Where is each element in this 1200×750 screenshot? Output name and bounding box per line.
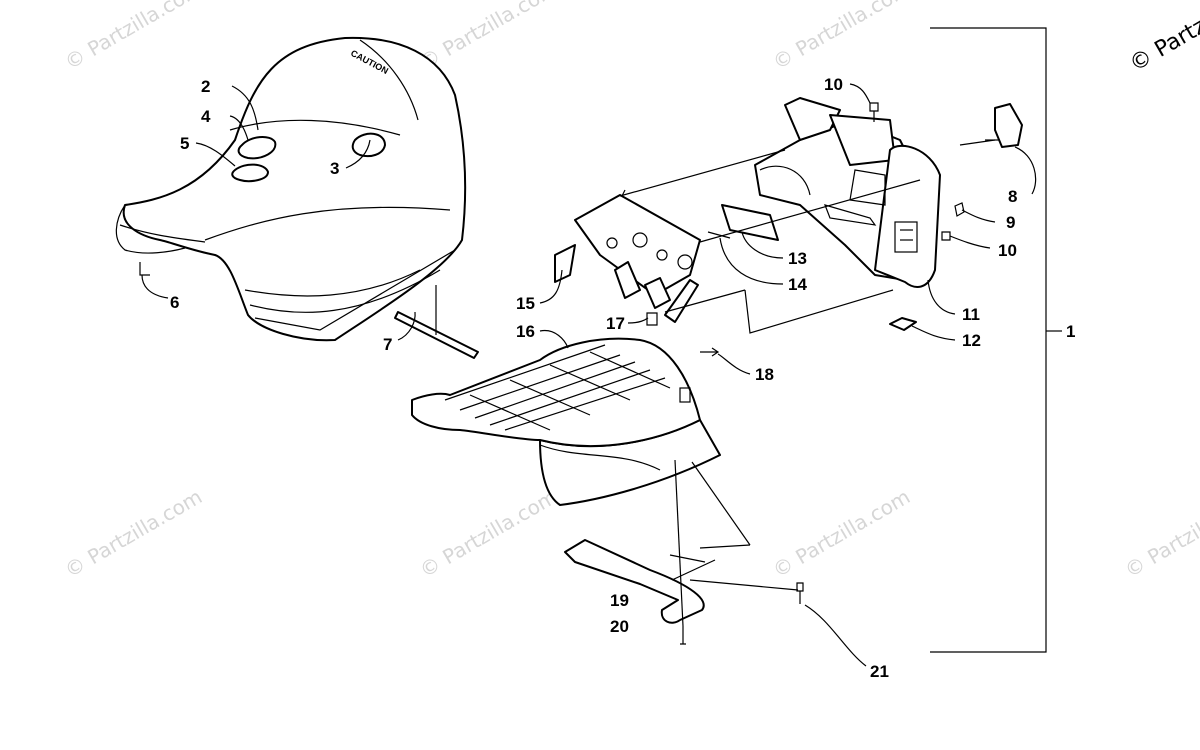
callout-5: 5	[180, 134, 189, 153]
grab-handle	[564, 539, 716, 624]
latch	[994, 103, 1023, 148]
callout-21: 21	[870, 662, 889, 681]
watermark-4: © Partzilla.com	[61, 484, 207, 582]
callout-3: 3	[330, 159, 339, 178]
callout-14: 14	[788, 275, 807, 294]
seat-bracket	[554, 189, 701, 323]
callout-6: 6	[170, 293, 179, 312]
callout-20: 20	[610, 617, 629, 636]
storage-box	[754, 97, 941, 288]
copyright-notice: © Partzi	[1126, 10, 1200, 77]
callout-16: 16	[516, 322, 535, 341]
seat-cushion	[122, 36, 467, 342]
callout-10-top: 10	[824, 75, 843, 94]
callout-7: 7	[383, 335, 392, 354]
watermark-5: © Partzilla.com	[416, 484, 562, 582]
callouts: 1 2 3 4 5 6 7 8 9 10 10 11 12 13 14 15 1…	[170, 75, 1075, 681]
seat-clip	[139, 262, 150, 276]
callout-12: 12	[962, 331, 981, 350]
watermark-1: © Partzilla.com	[61, 0, 207, 74]
watermark-7: © Partzilla.com	[1121, 484, 1200, 582]
callout-4: 4	[201, 107, 211, 126]
callout-17: 17	[606, 314, 625, 333]
leader-lines	[141, 27, 1062, 667]
callout-15: 15	[516, 294, 535, 313]
callout-9: 9	[1006, 213, 1015, 232]
decal-5	[231, 163, 269, 183]
callout-11: 11	[962, 305, 980, 324]
callout-13: 13	[788, 249, 807, 268]
callout-8: 8	[1008, 187, 1017, 206]
seat-assembly: CAUTION	[115, 36, 479, 359]
callout-2: 2	[201, 77, 210, 96]
callout-1: 1	[1066, 322, 1075, 341]
watermark-2: © Partzilla.com	[416, 0, 562, 74]
seat-base	[411, 337, 721, 506]
watermark-6: © Partzilla.com	[769, 484, 915, 582]
callout-10-right: 10	[998, 241, 1017, 260]
callout-19: 19	[610, 591, 629, 610]
decal-4	[237, 136, 277, 160]
watermark-3: © Partzilla.com	[769, 0, 915, 74]
callout-18: 18	[755, 365, 774, 384]
